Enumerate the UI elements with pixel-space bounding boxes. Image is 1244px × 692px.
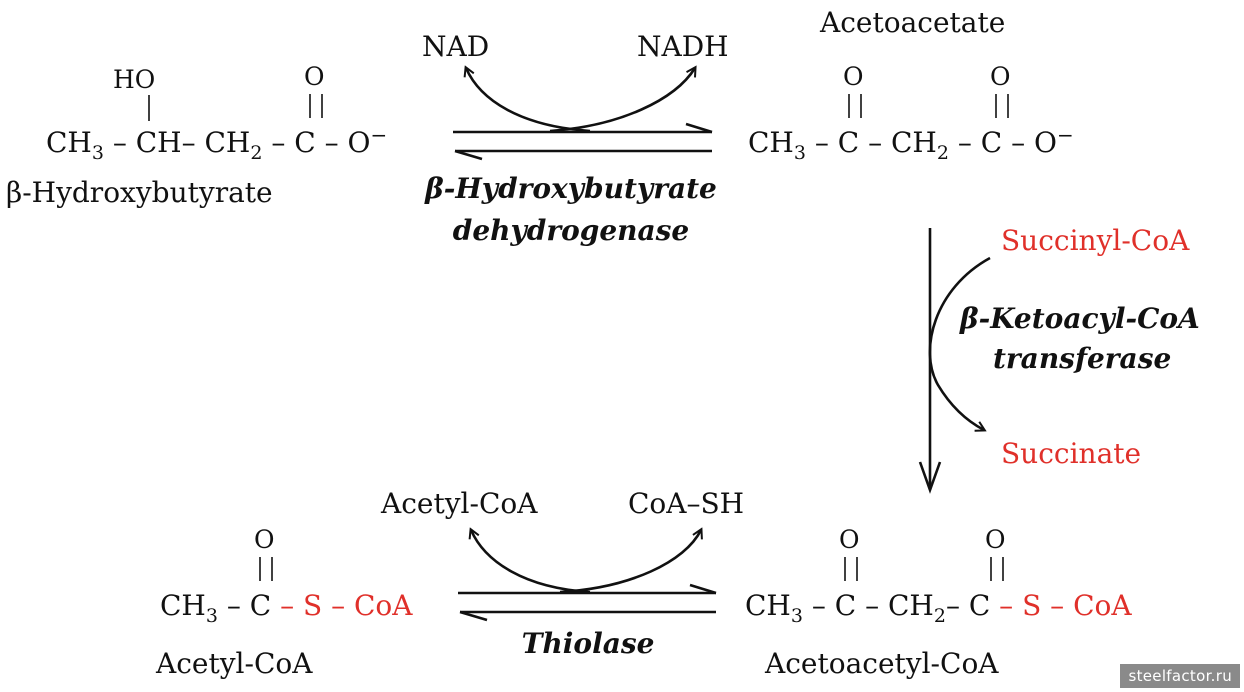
enzyme-transferase-line1: β-Ketoacyl-CoA [959,302,1200,335]
reverse-arrow-barb [454,149,483,161]
curved-arrow-nadh [549,68,695,133]
hydroxyl-label: HO [113,65,155,94]
formula-chain: CH3 – C – S – CoA [160,589,413,627]
curved-arrow-succinyl [928,256,991,430]
compound-name-acetyl-coa: Acetyl-CoA [155,647,313,680]
cofactor-coa-sh: CoA–SH [628,487,744,520]
dehydrogenase-reaction: NAD NADH β-Hydroxybutyrate dehydrogenase [422,30,729,247]
carbonyl-oxygen-1: O [843,62,864,91]
downward-arrow-head [918,461,942,494]
product-acetyl-coa: Acetyl-CoA [380,487,538,520]
carbonyl-oxygen-2: O [985,525,1006,554]
acetoacetate-structure: Acetoacetate O O CH3 – C – CH2 – C – O− [748,6,1074,164]
compound-name-acetoacetyl-coa: Acetoacetyl-CoA [764,647,999,680]
enzyme-dehydrogenase-line1: β-Hydroxybutyrate [424,172,717,205]
watermark-badge: steelfactor.ru [1120,664,1240,688]
formula-chain: CH3 – C – CH2 – C – O− [748,123,1074,164]
beta-hydroxybutyrate-structure: HO O CH3 – CH– CH2 – C – O− β-Hydroxybut… [6,62,387,209]
carbonyl-oxygen-2: O [990,62,1011,91]
transferase-reaction: Succinyl-CoA Succinate β-Ketoacyl-CoA tr… [918,224,1200,494]
forward-arrow-barb [689,583,717,595]
formula-chain: CH3 – CH– CH2 – C – O− [46,123,387,164]
carbonyl-oxygen: O [304,62,325,91]
reverse-arrow-barb [459,610,488,622]
compound-name-acetoacetate: Acetoacetate [819,6,1005,39]
acetoacetyl-coa-structure: O O CH3 – C – CH2– C – S – CoA Acetoacet… [745,525,1132,680]
acetyl-coa-structure: O CH3 – C – S – CoA Acetyl-CoA [155,525,413,680]
compound-name-hydroxybutyrate: β-Hydroxybutyrate [6,176,273,209]
cofactor-nadh: NADH [637,30,729,63]
carbonyl-oxygen: O [254,525,275,554]
curved-arrow-coa-sh [559,530,701,594]
thiolase-reaction: Acetyl-CoA CoA–SH Thiolase [380,487,744,660]
cofactor-succinyl-coa: Succinyl-CoA [1001,224,1190,257]
enzyme-dehydrogenase-line2: dehydrogenase [453,214,690,247]
cofactor-succinate: Succinate [1001,437,1141,470]
formula-chain: CH3 – C – CH2– C – S – CoA [745,589,1132,627]
enzyme-thiolase: Thiolase [522,627,655,660]
enzyme-transferase-line2: transferase [993,342,1171,375]
curved-arrow-nad [466,68,591,133]
cofactor-nad: NAD [422,30,489,63]
carbonyl-oxygen-1: O [839,525,860,554]
curved-arrow-acetyl-coa [471,530,591,594]
forward-arrow-barb [685,122,713,134]
